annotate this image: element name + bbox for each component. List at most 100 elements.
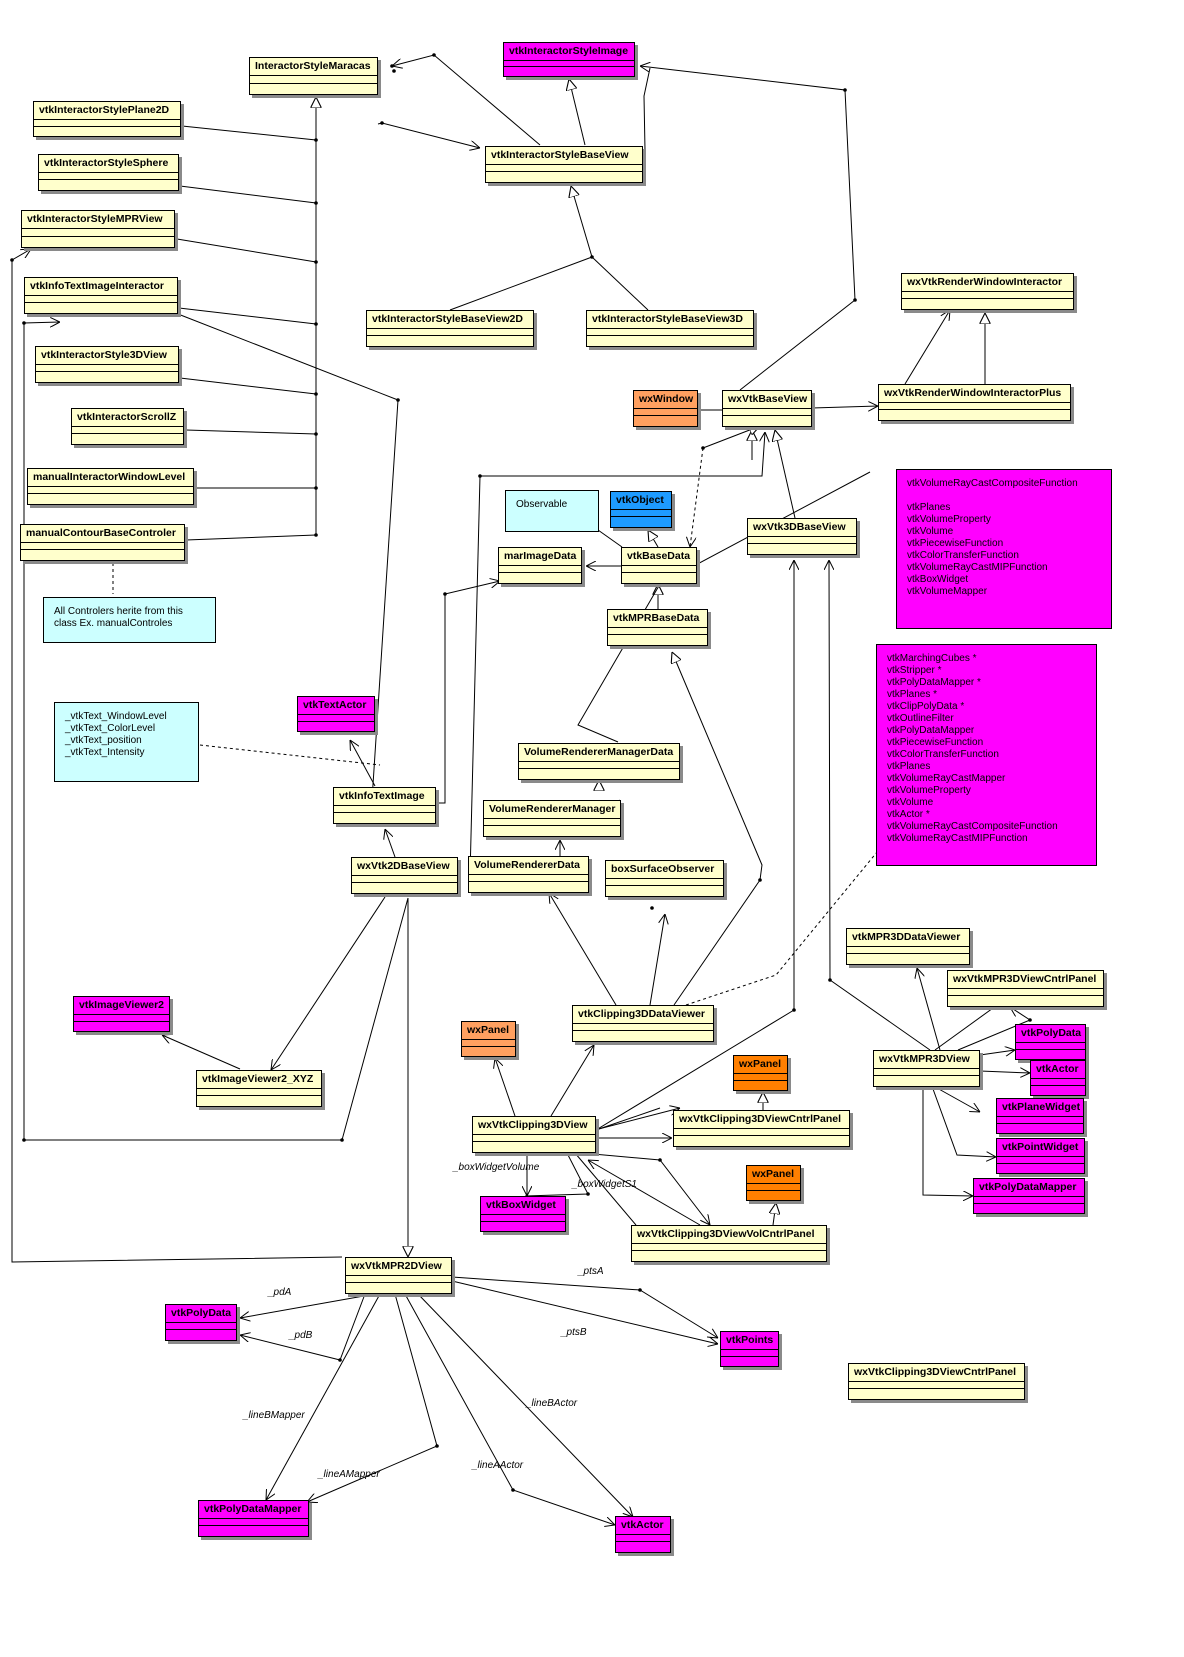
class-name: vtkImageViewer2_XYZ (197, 1071, 321, 1089)
class-wxvtkclipping3dviewvolcntrlpanel[interactable]: wxVtkClipping3DViewVolCntrlPanel (631, 1225, 827, 1262)
class-vtkinteractorstylemprview[interactable]: vtkInteractorStyleMPRView (21, 210, 175, 248)
class-vtkbasedata[interactable]: vtkBaseData (621, 547, 697, 584)
class-wxvtkrenderwindowinteractorplus[interactable]: wxVtkRenderWindowInteractorPlus (878, 384, 1071, 421)
class-vtkinteractorstylebaseview2d[interactable]: vtkInteractorStyleBaseView2D (366, 310, 534, 347)
class-vtkinteractorstyle3dview[interactable]: vtkInteractorStyle3DView (35, 346, 179, 383)
class-wxwindow[interactable]: wxWindow (633, 390, 698, 427)
compartment-divider (1031, 1085, 1085, 1086)
junction-dot (22, 1138, 26, 1142)
class-marimagedata[interactable]: marImageData (498, 547, 582, 584)
junction-dot (314, 260, 318, 264)
compartment-divider (199, 1525, 308, 1526)
class-vtkinteractorstyleimage[interactable]: vtkInteractorStyleImage (503, 42, 635, 77)
class-manualcontourbasecontroler[interactable]: manualContourBaseControler (20, 524, 185, 561)
class-vtkpolydatamapperb[interactable]: vtkPolyDataMapper (198, 1500, 309, 1537)
class-name: vtkInteractorStyle3DView (36, 347, 178, 365)
class-boxsurfaceobserver[interactable]: boxSurfaceObserver (605, 860, 724, 897)
class-volumerenderermanager[interactable]: VolumeRendererManager (483, 800, 621, 837)
class-vtkplanewidget[interactable]: vtkPlaneWidget (996, 1098, 1084, 1134)
role-label-boxwidgetvolume: _boxWidgetVolume (453, 1162, 540, 1173)
class-vtkmpr3ddataviewer[interactable]: vtkMPR3DDataViewer (846, 928, 970, 965)
class-name: marImageData (499, 548, 581, 566)
class-wxvtkmpr2dview[interactable]: wxVtkMPR2DView (345, 1257, 452, 1294)
class-wxvtk3dbaseview[interactable]: wxVtk3DBaseView (747, 518, 857, 555)
class-vtkimageviewer2-xyz[interactable]: vtkImageViewer2_XYZ (196, 1070, 322, 1107)
class-name: vtkImageViewer2 (74, 997, 169, 1015)
class-wxvtkclipping3dviewcntrlpanel2[interactable]: wxVtkClipping3DViewCntrlPanel (848, 1363, 1025, 1400)
class-name: vtkClipping3DDataViewer (573, 1006, 713, 1024)
compartment-divider (481, 1221, 565, 1222)
class-volumerenderermanagerdata[interactable]: VolumeRendererManagerData (518, 743, 680, 780)
relationship-line (550, 1045, 594, 1117)
relationship-line (181, 125, 317, 141)
relationship-line (932, 1088, 996, 1157)
compartment-divider (997, 1123, 1083, 1124)
compartment-divider (874, 1075, 979, 1076)
class-wxvtkrenderwindowinteractor[interactable]: wxVtkRenderWindowInteractor (901, 273, 1074, 310)
compartment-divider (28, 493, 193, 494)
junction-dot (432, 53, 436, 57)
relationship-line (176, 238, 317, 263)
class-vtkobject[interactable]: vtkObject (610, 491, 672, 528)
class-vtkinteractorstylesphere[interactable]: vtkInteractorStyleSphere (38, 154, 179, 191)
class-wxpanel1[interactable]: wxPanel (461, 1021, 516, 1057)
compartment-divider (948, 995, 1103, 996)
class-vtkinteractorstylebaseview[interactable]: vtkInteractorStyleBaseView (485, 146, 643, 183)
class-vtkpoints[interactable]: vtkPoints (720, 1331, 779, 1367)
class-vtkpointwidget[interactable]: vtkPointWidget (996, 1138, 1085, 1174)
junction-dot (638, 1288, 642, 1292)
class-wxvtkbaseview[interactable]: wxVtkBaseView (722, 390, 812, 427)
class-vtkinfotextimage[interactable]: vtkInfoTextImage (333, 787, 436, 824)
class-vtkclipping3ddataviewer[interactable]: vtkClipping3DDataViewer (572, 1005, 714, 1042)
class-name: wxVtkClipping3DView (473, 1117, 595, 1135)
relationship-line (495, 1058, 516, 1117)
note-vtktext: _vtkText_WindowLevel _vtkText_ColorLevel… (54, 702, 199, 782)
relationship-line (271, 896, 386, 1070)
class-vtkactorr[interactable]: vtkActor (1030, 1060, 1086, 1096)
class-vtkpolydatar[interactable]: vtkPolyData (1015, 1024, 1086, 1060)
class-name: wxVtkMPR2DView (346, 1258, 451, 1276)
relationship-line (702, 426, 760, 449)
class-name: vtkObject (611, 492, 671, 510)
relationship-line (648, 530, 659, 548)
compartment-divider (587, 335, 753, 336)
junction-dot (396, 398, 400, 402)
class-wxvtkmpr3dview[interactable]: wxVtkMPR3DView (873, 1050, 980, 1087)
class-wxpanel2[interactable]: wxPanel (733, 1055, 788, 1091)
junction-dot (338, 1358, 342, 1362)
class-wxvtk2dbaseview[interactable]: wxVtk2DBaseView (351, 857, 458, 894)
relationship-line (591, 256, 649, 311)
class-interactorstylemaracas[interactable]: InteractorStyleMaracas (249, 57, 378, 95)
class-vtkinteractorstyleplane2d[interactable]: vtkInteractorStylePlane2D (33, 101, 181, 137)
compartment-divider (606, 885, 723, 886)
class-wxvtkclipping3dview[interactable]: wxVtkClipping3DView (472, 1116, 596, 1153)
class-manualinteractorwindowlevel[interactable]: manualInteractorWindowLevel (27, 468, 194, 505)
relationship-line (185, 534, 317, 541)
class-vtkactorb[interactable]: vtkActor (615, 1516, 671, 1553)
class-vtktextactor[interactable]: vtkTextActor (297, 696, 375, 732)
note-marching-cubes: vtkMarchingCubes * vtkStripper * vtkPoly… (876, 644, 1097, 866)
class-vtkinfotextimageinteractor[interactable]: vtkInfoTextImageInteractor (24, 277, 178, 314)
class-vtkboxwidget[interactable]: vtkBoxWidget (480, 1196, 566, 1232)
compartment-divider (39, 179, 178, 180)
class-vtkpolydatal[interactable]: vtkPolyData (165, 1304, 237, 1341)
class-wxvtkmpr3dviewcntrlpanel[interactable]: wxVtkMPR3DViewCntrlPanel (947, 970, 1104, 1007)
class-vtkinteractorstylebaseview3d[interactable]: vtkInteractorStyleBaseView3D (586, 310, 754, 347)
class-name: wxVtk3DBaseView (748, 519, 856, 537)
compartment-divider (473, 1141, 595, 1142)
compartment-divider (634, 415, 697, 416)
junction-dot (853, 298, 857, 302)
class-volumerendererdata[interactable]: VolumeRendererData (468, 856, 589, 893)
compartment-divider (484, 825, 620, 826)
class-wxvtkclipping3dviewcntrlpanel[interactable]: wxVtkClipping3DViewCntrlPanel (673, 1110, 850, 1147)
relationship-line (588, 1160, 701, 1226)
relationship-line (574, 1152, 637, 1226)
class-vtkimageviewer2[interactable]: vtkImageViewer2 (73, 996, 170, 1032)
class-name: boxSurfaceObserver (606, 861, 723, 879)
role-label-linebactor: _lineBActor (526, 1398, 578, 1409)
class-vtkmprbasedata[interactable]: vtkMPRBaseData (607, 609, 708, 646)
class-wxpanel3[interactable]: wxPanel (746, 1165, 801, 1201)
class-vtkinteractorscrollz[interactable]: vtkInteractorScrollZ (71, 408, 184, 445)
class-vtkpolydatamapperr[interactable]: vtkPolyDataMapper (973, 1178, 1085, 1214)
